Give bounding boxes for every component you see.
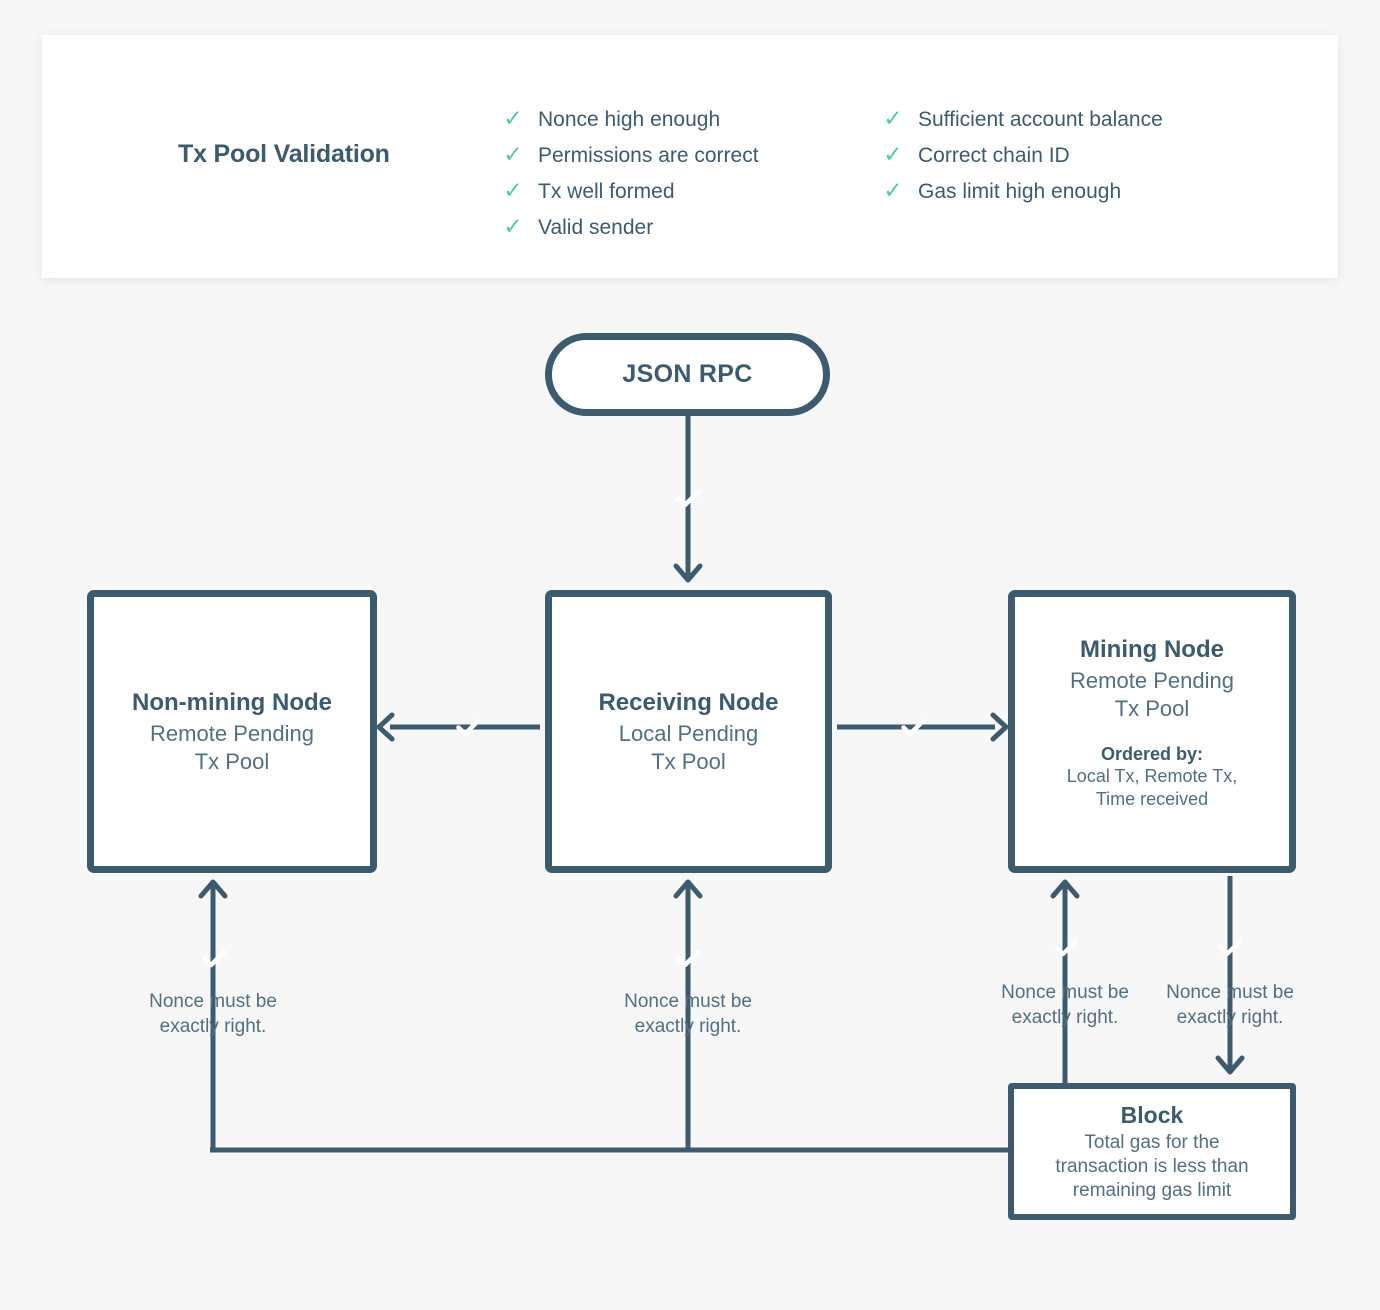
- node-mining-title: Mining Node: [1080, 636, 1224, 663]
- node-block[interactable]: Block Total gas for the transaction is l…: [1008, 1083, 1296, 1220]
- check-label: Nonce high enough: [538, 108, 721, 131]
- check-icon: ✓: [883, 105, 903, 131]
- check-icon: ✓: [503, 177, 523, 203]
- validation-column-right: ✓ Sufficient account balance ✓ Correct c…: [882, 107, 1262, 251]
- edge-label-line2: exactly right.: [634, 1015, 742, 1037]
- check-icon: ✓: [503, 141, 523, 167]
- check-rosette-icon: [890, 704, 936, 750]
- check-icon: ✓: [883, 177, 903, 203]
- check-item: ✓ Valid sender: [502, 215, 882, 251]
- node-mining[interactable]: Mining Node Remote Pending Tx Pool Order…: [1008, 590, 1296, 873]
- validation-checklist: ✓ Nonce high enough ✓ Permissions are co…: [502, 107, 1262, 251]
- node-block-subtitle-line3: remaining gas limit: [1072, 1179, 1232, 1201]
- node-block-subtitle-line2: transaction is less than: [1055, 1156, 1249, 1177]
- check-label: Tx well formed: [538, 180, 675, 203]
- check-item: ✓ Nonce high enough: [502, 107, 882, 143]
- check-rosette-icon: [445, 704, 491, 750]
- check-item: ✓ Sufficient account balance: [882, 107, 1262, 143]
- check-icon: ✓: [503, 213, 523, 239]
- node-mining-ordered-by-line1: Local Tx, Remote Tx,: [1066, 766, 1238, 786]
- edge-label-line1: Nonce must be: [1001, 982, 1129, 1003]
- edge-label-line2: exactly right.: [1011, 1006, 1119, 1028]
- node-non-mining-subtitle-line1: Remote Pending: [150, 721, 314, 746]
- check-item: ✓ Permissions are correct: [502, 143, 882, 179]
- validation-title: Tx Pool Validation: [178, 139, 390, 168]
- check-rosette-icon: [191, 935, 237, 981]
- node-receiving-subtitle-line1: Local Pending: [618, 721, 759, 746]
- check-rosette-icon: [1044, 925, 1088, 969]
- edge-label-line2: exactly right.: [159, 1015, 267, 1037]
- validation-column-left: ✓ Nonce high enough ✓ Permissions are co…: [502, 107, 882, 251]
- node-mining-subtitle-line2: Tx Pool: [1114, 695, 1190, 721]
- node-non-mining-title: Non-mining Node: [132, 689, 332, 716]
- edge-label-line1: Nonce must be: [1166, 982, 1294, 1003]
- node-json-rpc[interactable]: JSON RPC: [545, 333, 830, 416]
- node-receiving[interactable]: Receiving Node Local Pending Tx Pool: [545, 590, 832, 873]
- edge-label-line1: Nonce must be: [149, 991, 277, 1012]
- node-receiving-title: Receiving Node: [598, 689, 779, 716]
- check-label: Gas limit high enough: [918, 180, 1122, 203]
- node-block-subtitle-line1: Total gas for the: [1084, 1132, 1220, 1154]
- tx-pool-validation-card: Tx Pool Validation ✓ Nonce high enough ✓…: [42, 35, 1338, 278]
- edge-label-nonce-receiving: Nonce must be exactly right.: [588, 990, 788, 1039]
- check-label: Correct chain ID: [918, 144, 1070, 167]
- edge-label-nonce-nonmining: Nonce must be exactly right.: [113, 990, 313, 1039]
- check-label: Permissions are correct: [538, 144, 759, 167]
- check-rosette-icon: [112, 131, 158, 177]
- edge-label-nonce-mining: Nonce must be exactly right.: [966, 981, 1164, 1030]
- check-item: ✓ Correct chain ID: [882, 143, 1262, 179]
- check-label: Valid sender: [538, 216, 654, 239]
- edge-label-nonce-block: Nonce must be exactly right.: [1131, 981, 1329, 1030]
- check-icon: ✓: [503, 105, 523, 131]
- check-rosette-icon: [665, 935, 711, 981]
- node-json-rpc-title: JSON RPC: [622, 359, 753, 388]
- node-non-mining-subtitle-line2: Tx Pool: [194, 748, 270, 774]
- node-mining-ordered-by-line2: Time received: [1095, 789, 1209, 810]
- check-icon: ✓: [883, 141, 903, 167]
- check-rosette-icon: [1208, 925, 1252, 969]
- validation-heading: Tx Pool Validation: [112, 131, 390, 177]
- node-mining-subtitle-line1: Remote Pending: [1070, 668, 1234, 693]
- node-receiving-subtitle-line2: Tx Pool: [651, 748, 726, 774]
- check-label: Sufficient account balance: [918, 108, 1163, 131]
- node-block-title: Block: [1120, 1101, 1184, 1128]
- edge-label-line1: Nonce must be: [624, 991, 752, 1012]
- check-item: ✓ Tx well formed: [502, 179, 882, 215]
- check-item: ✓ Gas limit high enough: [882, 179, 1262, 215]
- node-non-mining[interactable]: Non-mining Node Remote Pending Tx Pool: [87, 590, 377, 873]
- check-rosette-icon: [665, 475, 711, 521]
- edge-label-line2: exactly right.: [1176, 1006, 1284, 1028]
- node-mining-ordered-by-label: Ordered by:: [1100, 744, 1204, 764]
